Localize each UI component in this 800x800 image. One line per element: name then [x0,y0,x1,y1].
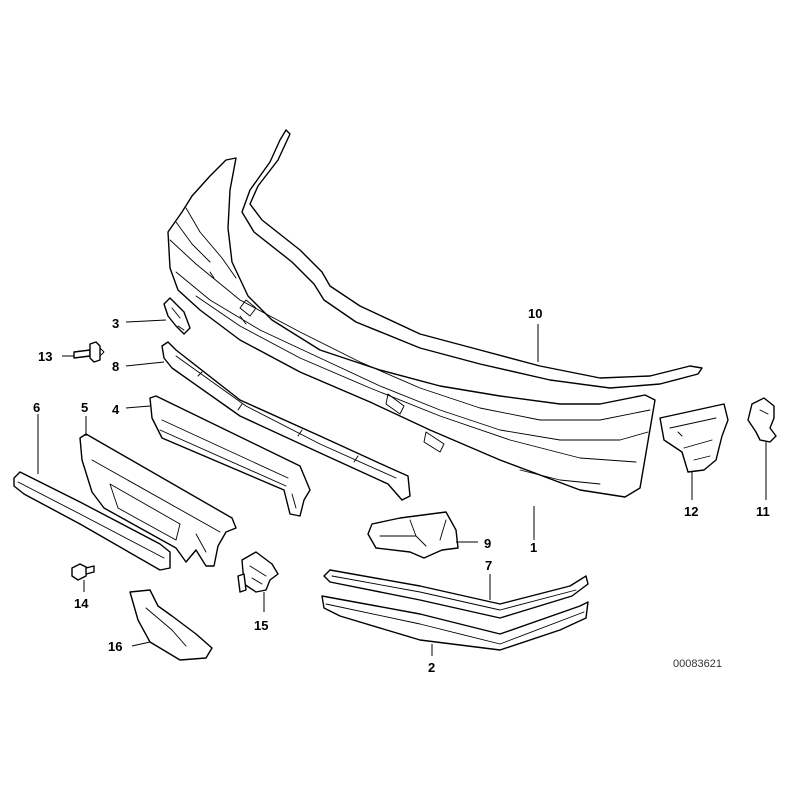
bumper-cover [167,157,656,498]
leader-lines [37,319,767,656]
leader-3 [125,319,167,323]
leader-16 [131,641,151,647]
callout-13: 13 [38,349,52,364]
callout-1: 1 [530,540,537,555]
lower-trim-strip [323,569,589,619]
long-bracket-rail [161,341,411,501]
lower-spoiler-lip [321,595,589,651]
callout-6: 6 [33,400,40,415]
screw [73,341,105,363]
grille-frame [149,395,311,517]
clip [747,397,777,443]
side-bracket [659,403,729,473]
callout-10: 10 [528,306,542,321]
callout-15: 15 [254,618,268,633]
air-duct [367,511,459,559]
leader-8 [125,361,165,367]
callout-3: 3 [112,316,119,331]
callout-16: 16 [108,639,122,654]
leader-4 [125,405,151,409]
callout-9: 9 [484,536,491,551]
callout-12: 12 [684,504,698,519]
catalog-number: 00083621 [673,658,722,670]
callout-11: 11 [756,504,770,519]
bumper-seal-strip [241,129,703,389]
callout-14: 14 [74,596,89,611]
bracket-piece [129,589,213,661]
callout-5: 5 [81,400,88,415]
callout-2: 2 [428,660,435,675]
small-bracket [163,297,191,335]
license-plate-bracket [79,433,237,567]
callout-labels: 1 2 3 4 5 6 7 8 9 10 11 12 13 14 15 16 [33,306,770,675]
rivet [71,563,95,581]
callout-4: 4 [112,402,120,417]
clip-bracket [237,551,279,593]
callout-8: 8 [112,359,119,374]
trim-strip-left [13,471,171,571]
callout-7: 7 [485,558,492,573]
